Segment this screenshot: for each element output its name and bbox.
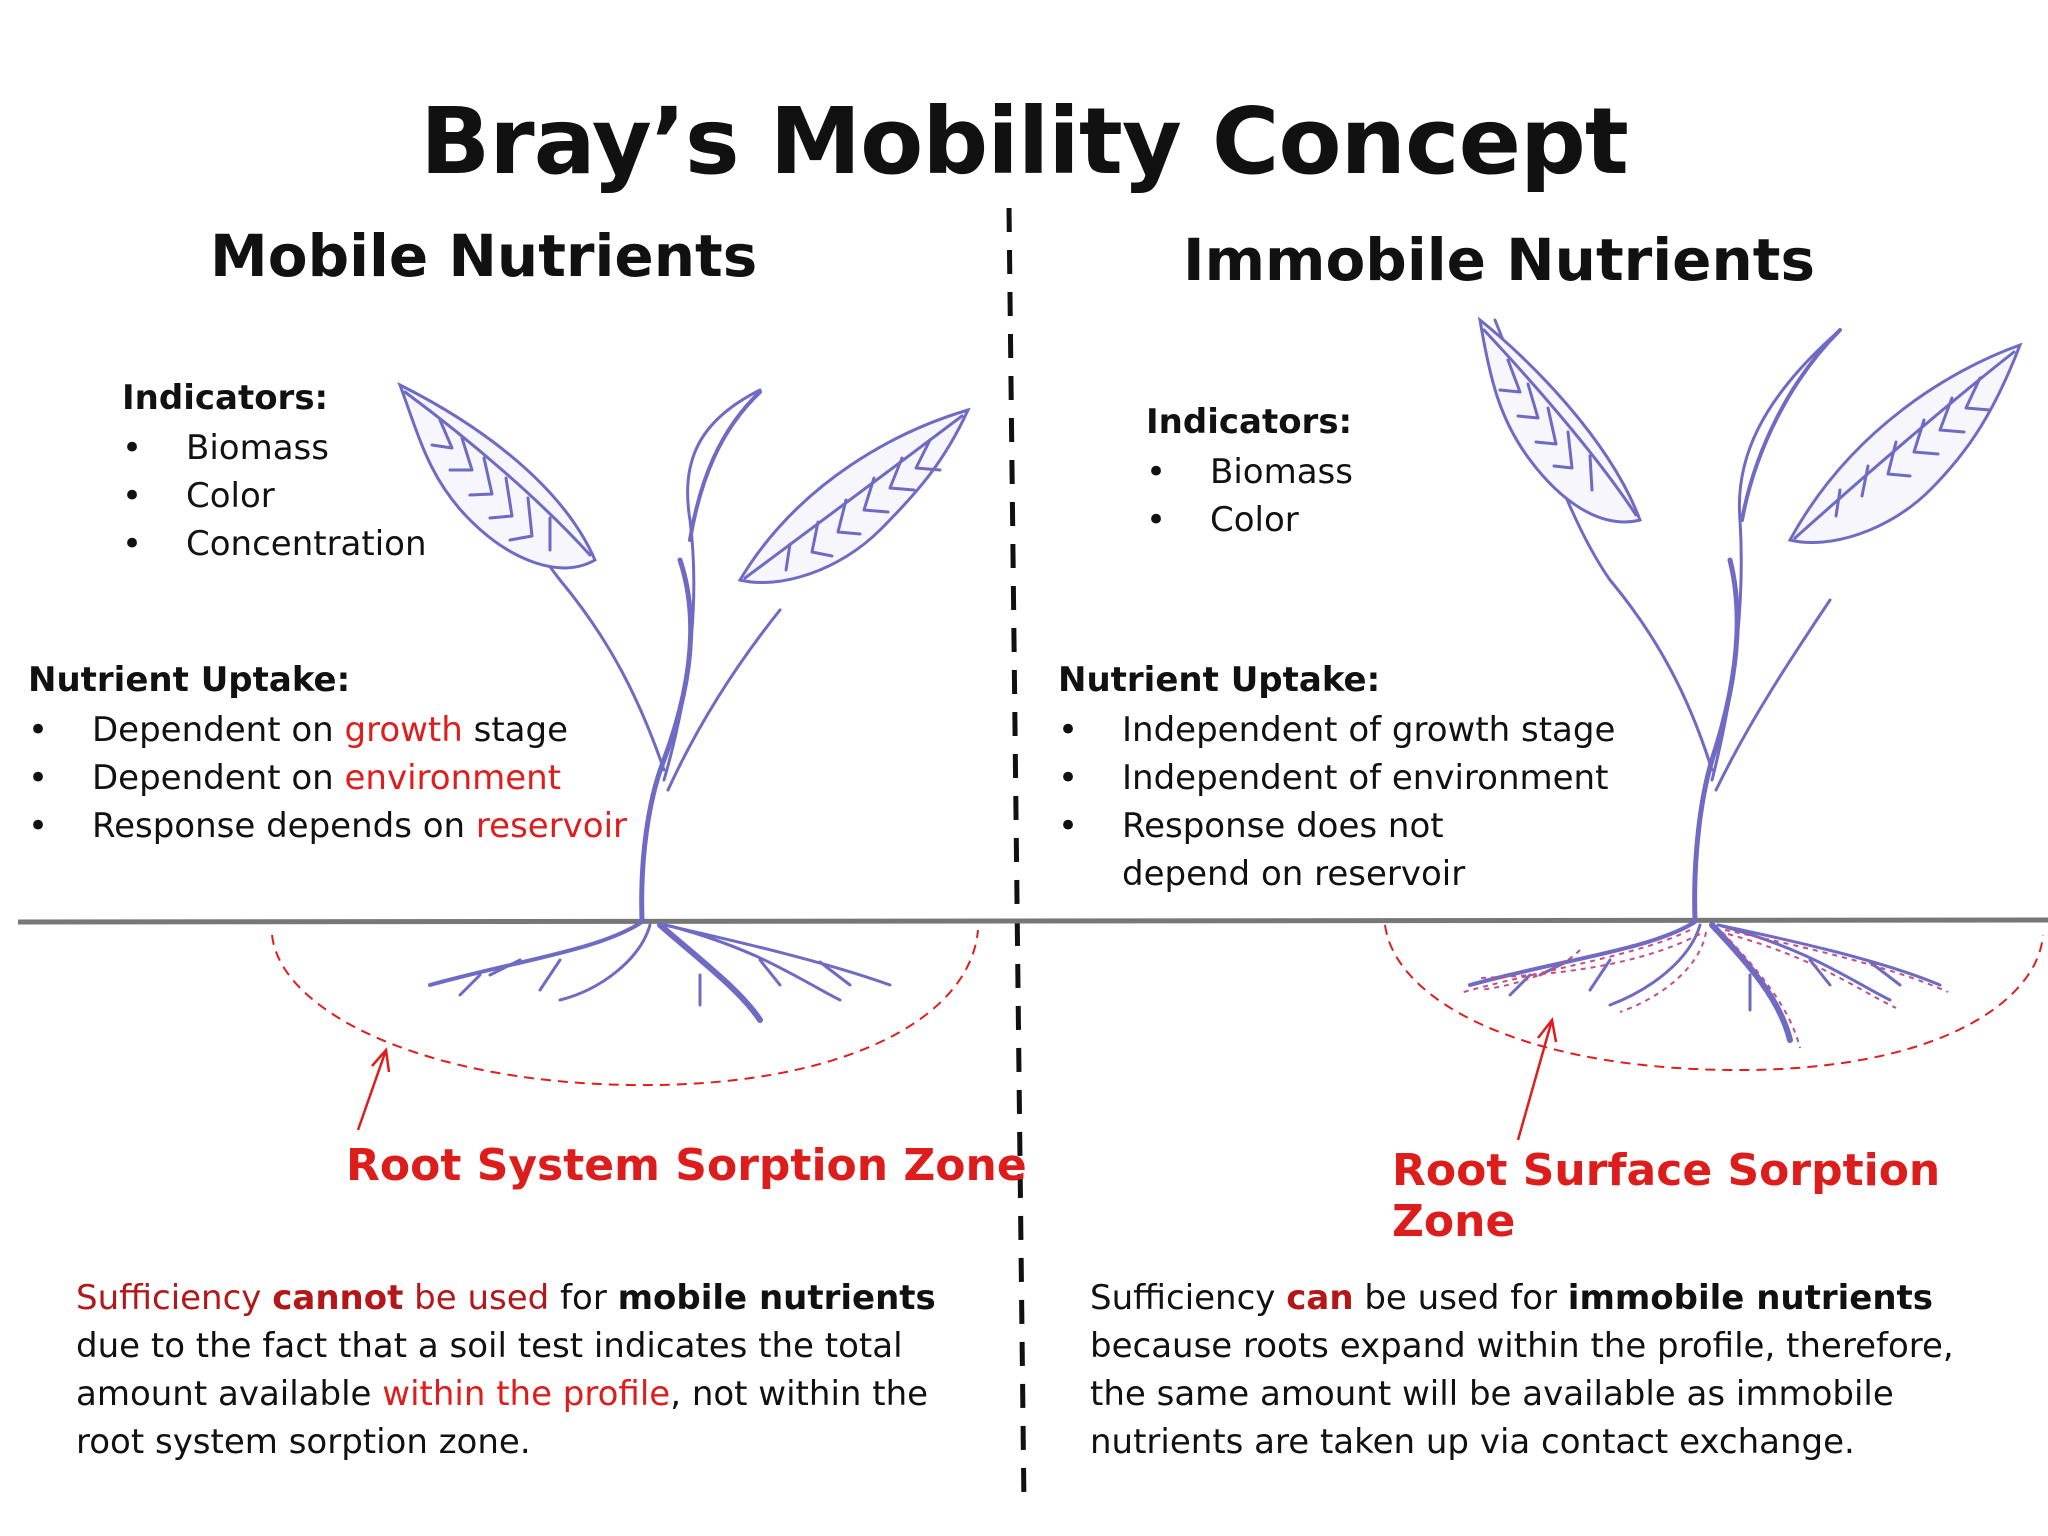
immobile-uptake-item: Independent of growth stage <box>1058 706 1618 754</box>
root-surface-zone-outline <box>1384 924 2044 1072</box>
mobile-plant-illustration <box>397 381 971 1023</box>
mobile-uptake-title: Nutrient Uptake: <box>28 660 351 700</box>
soil-surface-line <box>17 917 2048 925</box>
mobile-indicator-item: Color <box>122 472 427 520</box>
center-divider <box>1006 207 1027 1507</box>
mobile-sufficiency-note: Sufficiency cannot be used for mobile nu… <box>76 1278 936 1462</box>
root-system-sorption-zone-label: Root System Sorption Zone <box>346 1140 1027 1191</box>
mobile-uptake-item: Response depends on reservoir <box>28 802 627 850</box>
mobile-uptake-item: Dependent on environment <box>28 754 627 802</box>
mobile-nutrients-heading: Mobile Nutrients <box>210 222 758 290</box>
mobile-uptake: Nutrient Uptake: Dependent on growth sta… <box>28 660 627 850</box>
mobile-indicators: Indicators: Biomass Color Concentration <box>122 378 427 568</box>
immobile-indicators: Indicators: Biomass Color <box>1146 402 1353 544</box>
immobile-uptake-item: Independent of environment <box>1058 754 1618 802</box>
immobile-plant-illustration <box>1468 316 2023 1043</box>
immobile-sufficiency-note: Sufficiency can be used for immobile nut… <box>1090 1278 1954 1462</box>
immobile-indicator-item: Biomass <box>1146 448 1353 496</box>
zone-arrows <box>356 1017 1558 1141</box>
mobile-indicator-item: Concentration <box>122 520 427 568</box>
immobile-uptake: Nutrient Uptake: Independent of growth s… <box>1058 660 1618 898</box>
root-system-zone-outline <box>271 929 979 1087</box>
mobile-indicators-title: Indicators: <box>122 378 329 418</box>
mobile-indicator-item: Biomass <box>122 424 427 472</box>
root-surface-hairs <box>1459 929 1949 1049</box>
immobile-indicators-title: Indicators: <box>1146 402 1353 442</box>
page-title: Bray’s Mobility Concept <box>420 88 1629 195</box>
root-surface-sorption-zone-label: Root Surface Sorption Zone <box>1392 1145 1941 1247</box>
immobile-uptake-title: Nutrient Uptake: <box>1058 660 1381 700</box>
immobile-nutrients-heading: Immobile Nutrients <box>1183 226 1816 294</box>
mobile-uptake-item: Dependent on growth stage <box>28 706 627 754</box>
immobile-indicator-item: Color <box>1146 496 1353 544</box>
immobile-uptake-item: Response does not depend on reservoir <box>1058 802 1562 898</box>
